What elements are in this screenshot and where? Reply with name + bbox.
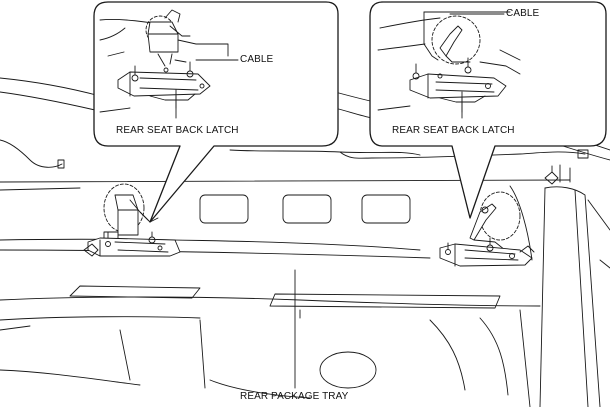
left-latch-label: REAR SEAT BACK LATCH (116, 125, 239, 136)
right-callout-latch-detail (377, 11, 521, 113)
left-cable-label: CABLE (240, 54, 274, 65)
right-latch-label: REAR SEAT BACK LATCH (392, 125, 515, 136)
right-callout-bubble (369, 1, 607, 219)
right-latch-main (439, 191, 535, 267)
rear-package-tray-label: REAR PACKAGE TRAY (240, 391, 349, 402)
left-callout-bubble (93, 1, 339, 223)
right-cable-label: CABLE (506, 8, 540, 19)
left-latch-main (83, 183, 181, 257)
left-callout-latch-detail (99, 9, 233, 113)
